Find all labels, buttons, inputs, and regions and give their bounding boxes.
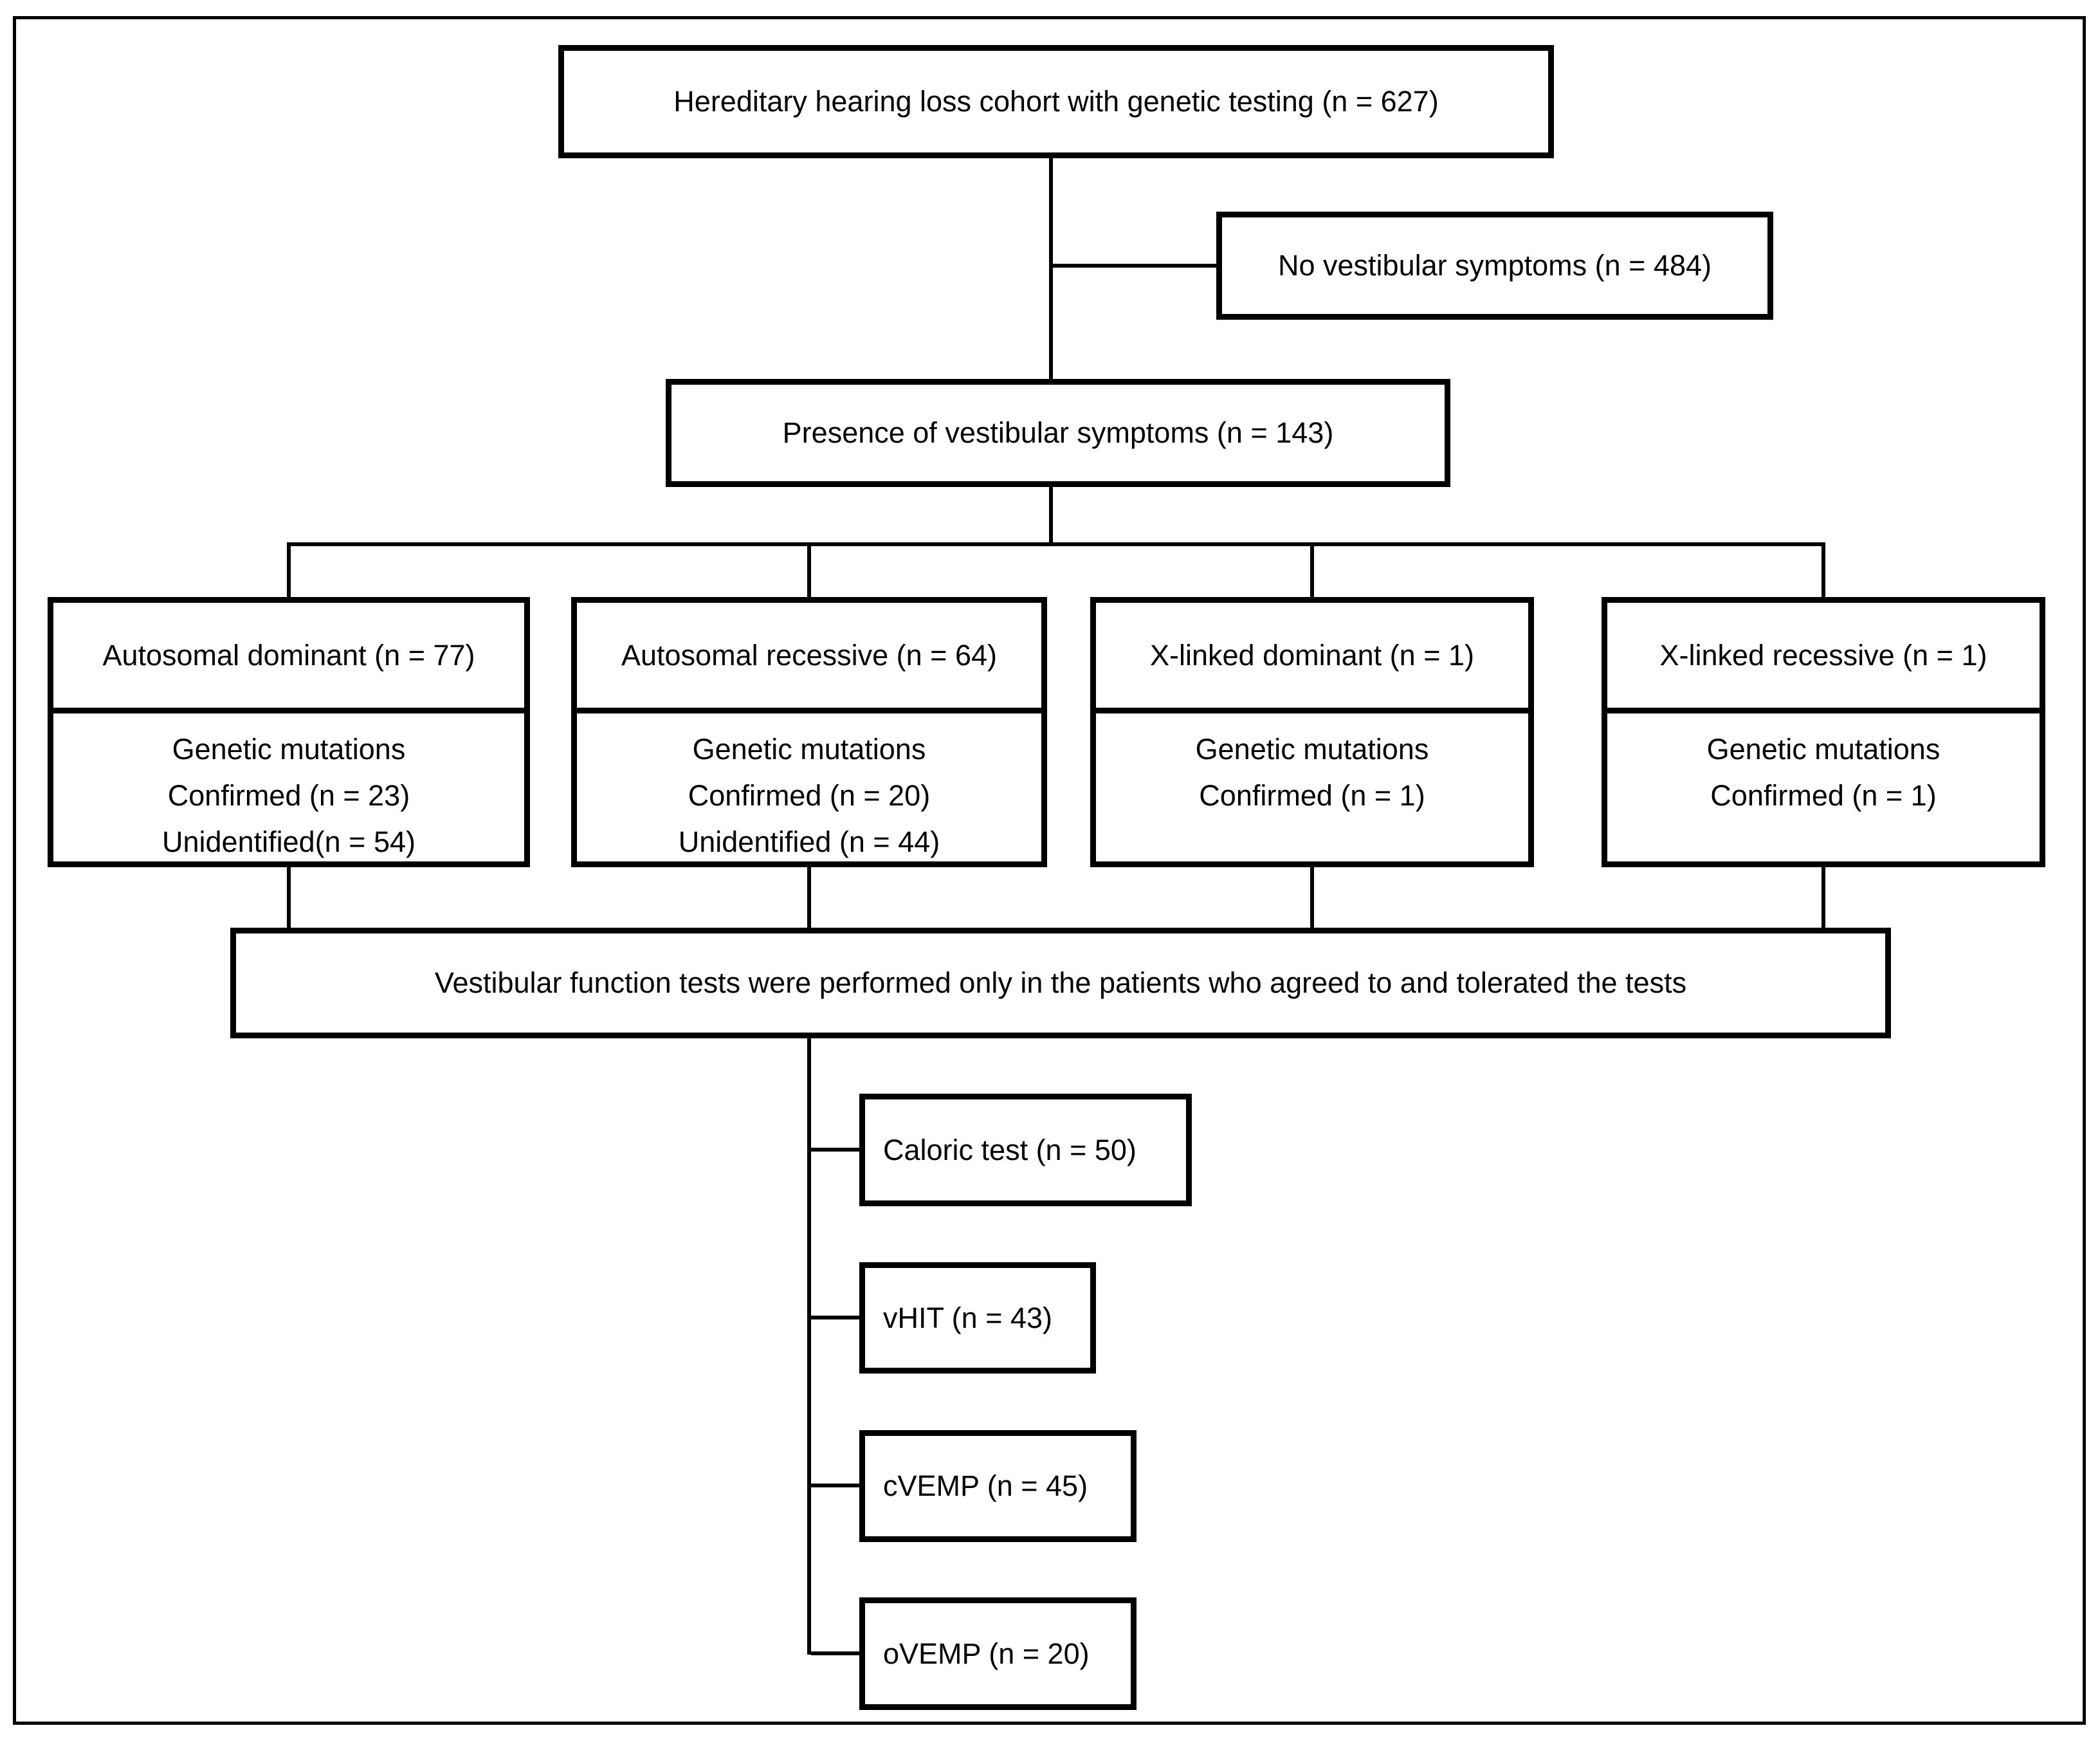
- connector-to-caloric-test: [811, 1148, 860, 1152]
- node-cvemp: cVEMP (n = 45): [859, 1430, 1137, 1542]
- branch-detail-line: Unidentified(n = 54): [162, 825, 415, 858]
- branch-detail-line: Genetic mutations: [692, 733, 926, 766]
- connector-cohort-to-presence: [1049, 157, 1053, 381]
- branch-autosomal-dominant: Autosomal dominant (n = 77) Genetic muta…: [48, 597, 530, 867]
- node-no-vestibular-symptoms: No vestibular symptoms (n = 484): [1216, 212, 1773, 320]
- branch-title: Autosomal dominant (n = 77): [53, 603, 524, 713]
- node-cohort: Hereditary hearing loss cohort with gene…: [558, 45, 1554, 158]
- branch-detail-line: Genetic mutations: [172, 733, 406, 766]
- split-horizontal-line: [287, 542, 1825, 546]
- branch-x-linked-recessive: X-linked recessive (n = 1) Genetic mutat…: [1602, 597, 2045, 867]
- branch-details: Genetic mutations Confirmed (n = 1): [1607, 713, 2040, 819]
- split-stub-autosomal-dominant: [287, 542, 291, 598]
- branch-detail-line: Confirmed (n = 23): [167, 779, 410, 812]
- node-ovemp: oVEMP (n = 20): [859, 1597, 1137, 1710]
- connector-to-vhit: [811, 1316, 860, 1319]
- branch-detail-line: Unidentified (n = 44): [678, 825, 940, 858]
- branch-x-linked-dominant: X-linked dominant (n = 1) Genetic mutati…: [1090, 597, 1534, 867]
- connector-note-to-tests: [807, 1038, 811, 1655]
- branch-title: X-linked dominant (n = 1): [1096, 603, 1528, 713]
- node-vhit: vHIT (n = 43): [859, 1262, 1096, 1374]
- branch-detail-line: Confirmed (n = 20): [688, 779, 931, 812]
- branch-details: Genetic mutations Confirmed (n = 23) Uni…: [53, 713, 524, 865]
- connector-to-ovemp: [811, 1651, 860, 1655]
- connector-to-cvemp: [811, 1484, 860, 1487]
- connector-to-no-symptoms: [1053, 264, 1216, 268]
- branch-autosomal-recessive: Autosomal recessive (n = 64) Genetic mut…: [571, 597, 1047, 867]
- connector-branch3-to-note: [1310, 867, 1314, 929]
- split-stub-x-linked-dominant: [1310, 542, 1314, 598]
- node-presence-vestibular-symptoms: Presence of vestibular symptoms (n = 143…: [666, 379, 1450, 487]
- branch-detail-line: Genetic mutations: [1195, 733, 1429, 766]
- branch-detail-line: Confirmed (n = 1): [1710, 779, 1937, 812]
- branch-details: Genetic mutations Confirmed (n = 20) Uni…: [577, 713, 1041, 865]
- branch-title: Autosomal recessive (n = 64): [577, 603, 1041, 713]
- connector-branch4-to-note: [1822, 867, 1825, 929]
- node-vestibular-function-tests-note: Vestibular function tests were performed…: [230, 928, 1891, 1038]
- split-stub-x-linked-recessive: [1822, 542, 1825, 598]
- branch-title: X-linked recessive (n = 1): [1607, 603, 2040, 713]
- connector-presence-to-split: [1049, 486, 1053, 544]
- node-caloric-test: Caloric test (n = 50): [859, 1094, 1192, 1206]
- connector-branch2-to-note: [807, 867, 811, 929]
- figure-border: [13, 16, 2086, 1725]
- branch-detail-line: Genetic mutations: [1706, 733, 1940, 766]
- branch-details: Genetic mutations Confirmed (n = 1): [1096, 713, 1528, 819]
- split-stub-autosomal-recessive: [807, 542, 811, 598]
- connector-branch1-to-note: [287, 867, 291, 929]
- branch-detail-line: Confirmed (n = 1): [1199, 779, 1425, 812]
